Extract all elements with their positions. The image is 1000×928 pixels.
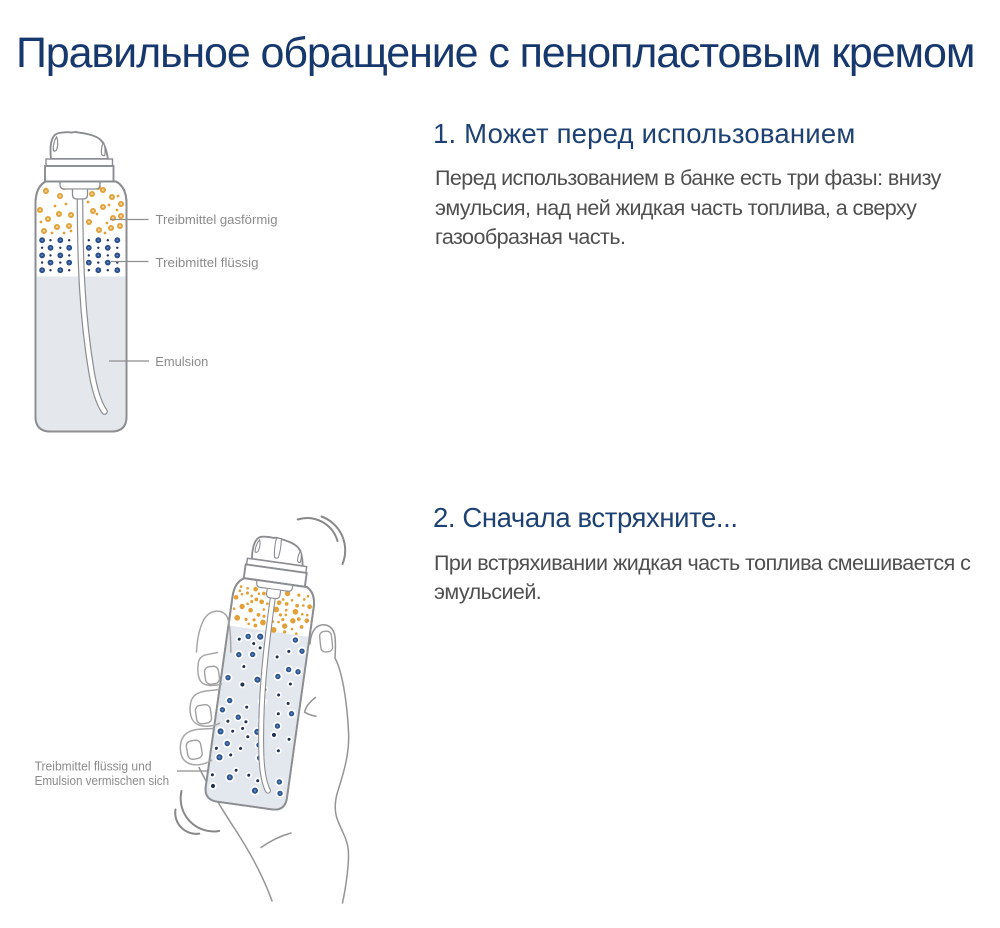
svg-text:Emulsion vermischen sich: Emulsion vermischen sich xyxy=(35,773,170,788)
svg-text:Emulsion: Emulsion xyxy=(155,354,208,369)
svg-text:Treibmittel gasförmig: Treibmittel gasförmig xyxy=(156,212,278,227)
svg-text:Treibmittel flüssig: Treibmittel flüssig xyxy=(156,255,259,270)
svg-text:Treibmittel flüssig und: Treibmittel flüssig und xyxy=(35,758,152,773)
